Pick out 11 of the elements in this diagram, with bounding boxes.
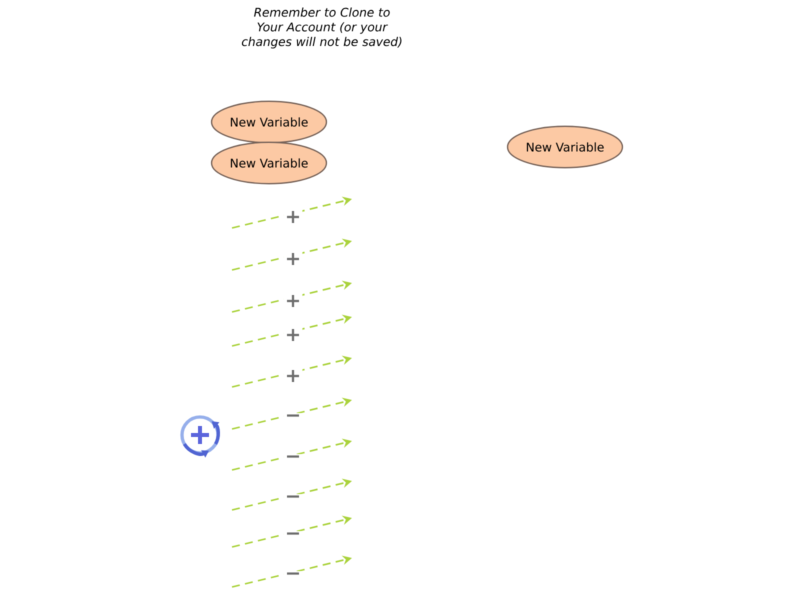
polarity-sign: + [284, 328, 302, 342]
polarity-sign: + [284, 252, 302, 266]
polarity-sign: − [284, 454, 302, 464]
polarity-sign: − [284, 531, 302, 541]
polarity-sign: − [284, 571, 302, 581]
polarity-sign: + [284, 294, 302, 308]
polarity-sign: + [284, 210, 302, 224]
note-text: Remember to Clone to Your Account (or your changes will not be saved) [242, 8, 402, 48]
polarity-sign: + [284, 368, 302, 384]
polarity-sign: − [284, 494, 302, 504]
polarity-sign: − [284, 413, 302, 423]
